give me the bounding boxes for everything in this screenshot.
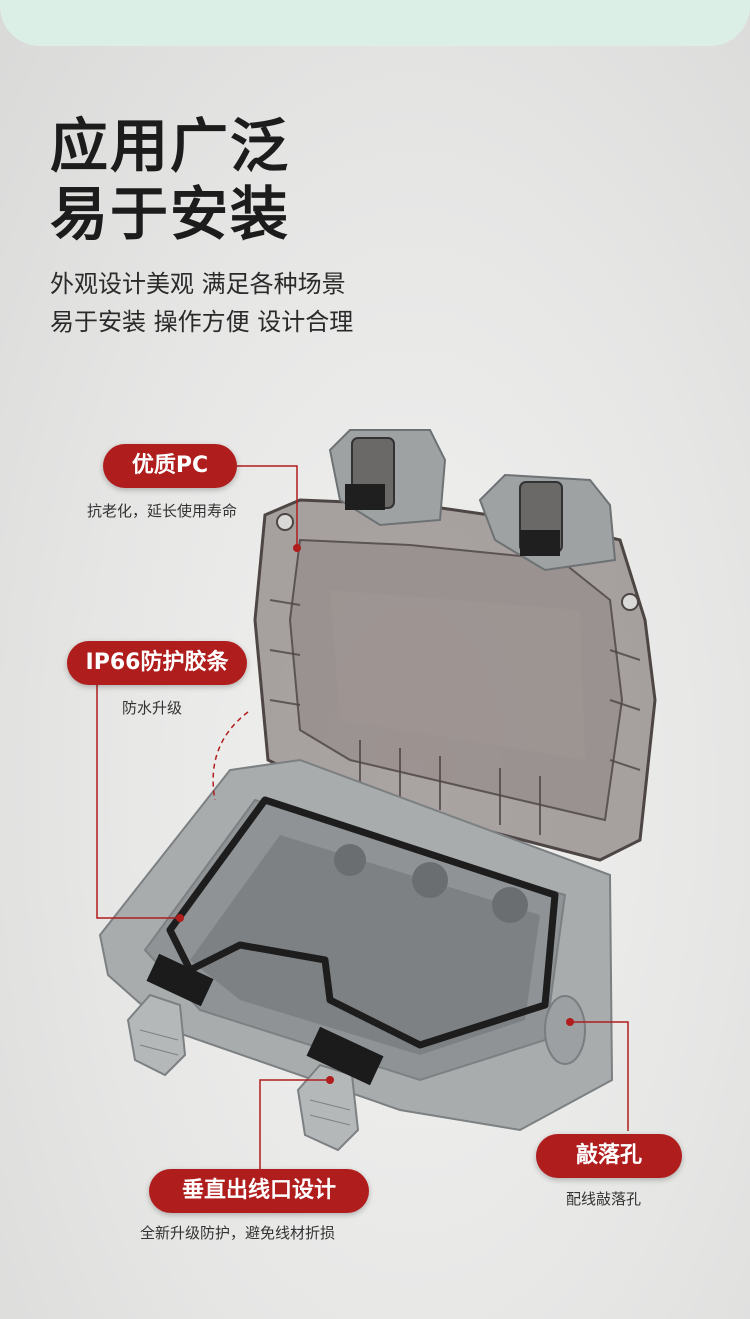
lid-latch-left <box>328 429 447 527</box>
note-knockout: 配线敲落孔 <box>566 1190 642 1208</box>
headline-line-1: 应用广泛 <box>50 112 291 180</box>
note-vertical-outlet: 全新升级防护，避免线材折损 <box>140 1224 336 1242</box>
note-pc: 抗老化，延长使用寿命 <box>87 502 238 520</box>
cable-gland-right <box>296 1063 360 1152</box>
callout-leaders <box>96 465 629 1177</box>
badge-knockout: 敲落孔 <box>536 1134 682 1178</box>
base-box <box>98 758 614 1152</box>
headline-line-2: 易于安装 <box>50 180 291 248</box>
top-decor-band <box>0 0 750 46</box>
badge-vertical-outlet: 垂直出线口设计 <box>149 1169 369 1213</box>
badge-gasket: IP66防护胶条 <box>67 641 247 685</box>
note-gasket: 防水升级 <box>122 699 183 717</box>
subline-line-1: 外观设计美观 满足各种场景 <box>50 270 346 298</box>
transparent-lid <box>253 429 657 862</box>
cable-gland-left <box>126 993 187 1077</box>
subline-line-2: 易于安装 操作方便 设计合理 <box>50 308 354 336</box>
subline: 外观设计美观 满足各种场景 易于安装 操作方便 设计合理 <box>50 265 353 341</box>
lid-latch-right <box>478 473 617 572</box>
badge-pc: 优质PC <box>103 444 237 488</box>
headline: 应用广泛 易于安装 <box>50 112 290 248</box>
callout-dots <box>176 544 574 1084</box>
